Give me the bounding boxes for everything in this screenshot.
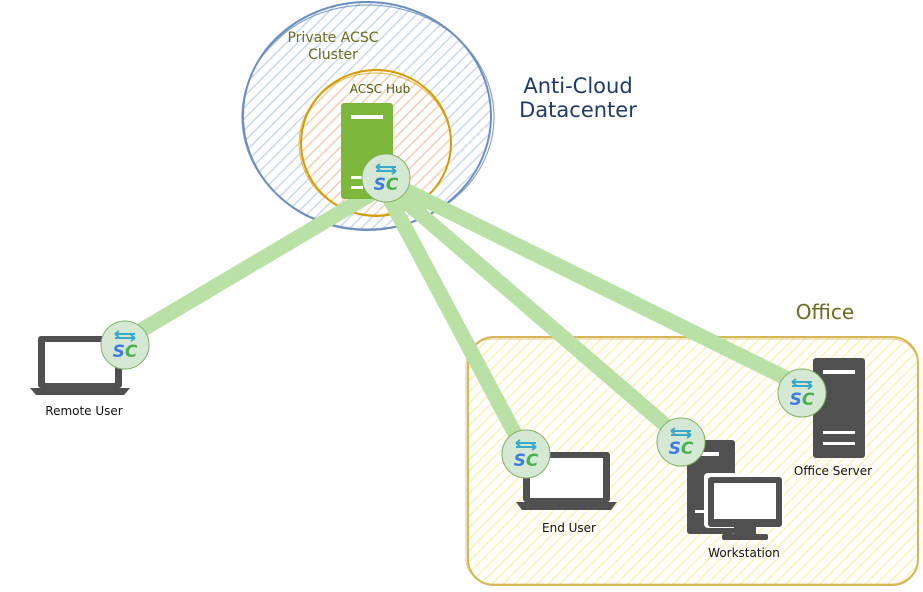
svg-text:SC: SC: [374, 175, 399, 195]
sc-text-c: C: [386, 175, 399, 195]
office-label: Office: [795, 300, 855, 324]
svg-text:SC: SC: [669, 439, 694, 459]
link-remote-user: [120, 182, 386, 346]
hub-label: ACSC Hub: [349, 82, 411, 96]
office-server-icon: [813, 358, 865, 458]
link-end-user: [377, 182, 530, 455]
svg-text:SC: SC: [790, 390, 815, 410]
sc-badge-remote-user: SC: [100, 320, 150, 370]
sc-text: S: [790, 390, 802, 410]
link-workstation: [382, 180, 686, 444]
sc-text: S: [514, 451, 526, 471]
sc-badge-workstation: SC: [656, 417, 706, 467]
link-office-server: [387, 177, 808, 393]
sc-text-c: C: [125, 342, 138, 362]
sc-text: S: [113, 342, 125, 362]
network-links: [120, 177, 808, 455]
sc-text-c: C: [681, 439, 694, 459]
svg-text:SC: SC: [514, 451, 539, 471]
workstation-label: Workstation: [708, 546, 780, 560]
sc-badge-hub: SC: [361, 153, 411, 203]
remote-user-label: Remote User: [45, 404, 123, 418]
sc-text: S: [374, 175, 386, 195]
sc-badge-office-server: SC: [777, 368, 827, 418]
workstation-icon: [687, 440, 784, 540]
svg-text:SC: SC: [113, 342, 138, 362]
sc-text: S: [669, 439, 681, 459]
sc-text-c: C: [802, 390, 815, 410]
sc-badge-end-user: SC: [501, 429, 551, 479]
sc-text-c: C: [526, 451, 539, 471]
datacenter-label: Anti-Cloud Datacenter: [519, 74, 637, 122]
cluster-label: Private ACSC Cluster: [287, 30, 379, 63]
office-server-label: Office Server: [793, 464, 873, 478]
end-user-label: End User: [542, 521, 596, 535]
